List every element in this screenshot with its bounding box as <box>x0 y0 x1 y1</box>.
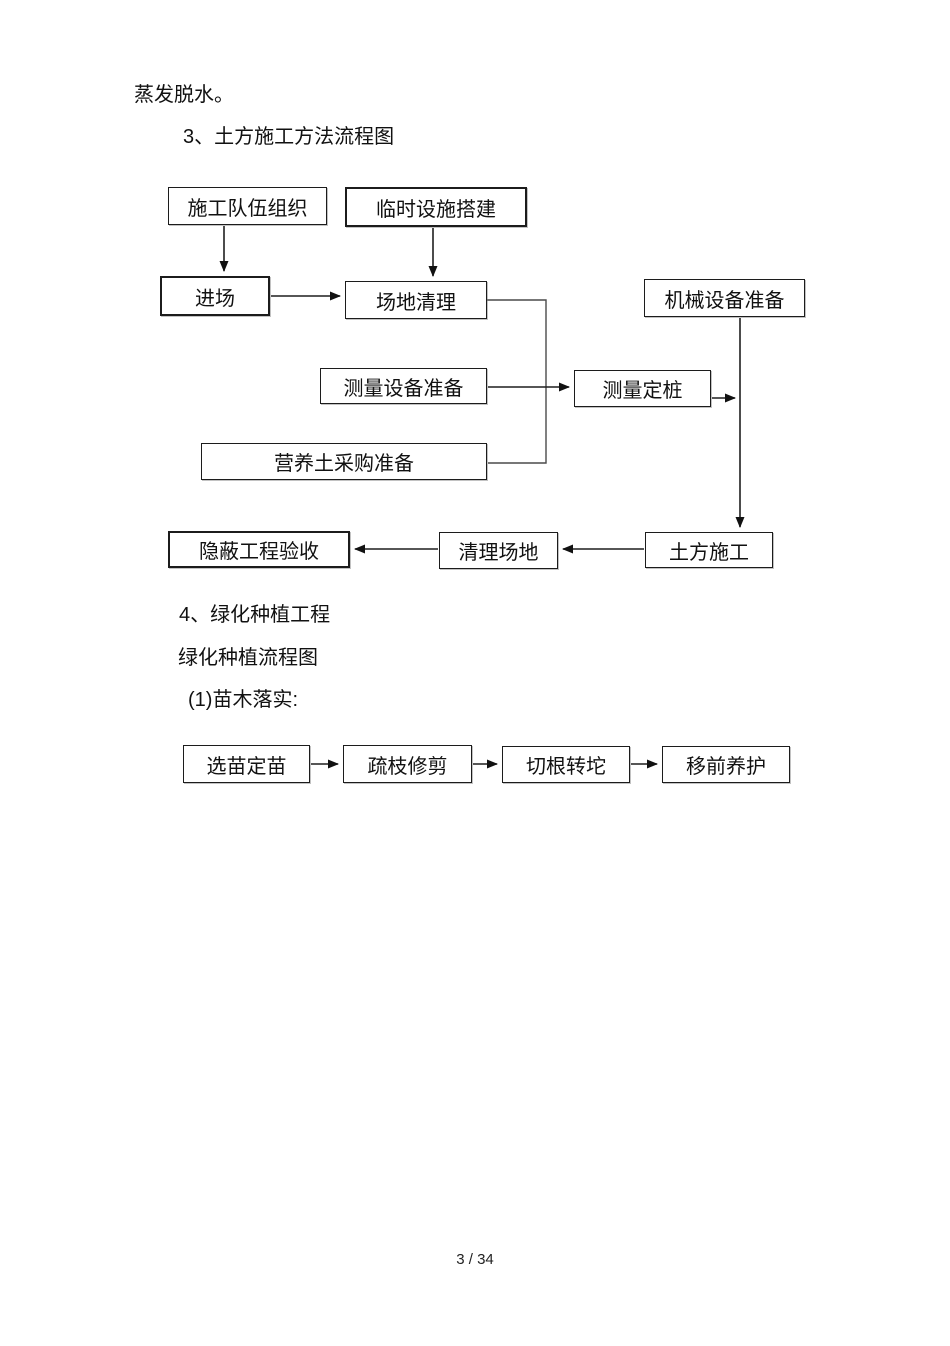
node-seedling-selection: 选苗定苗 <box>183 745 310 783</box>
heading-greening-project: 4、绿化种植工程 <box>179 604 331 626</box>
node-concealed-work-acceptance: 隐蔽工程验收 <box>168 531 350 568</box>
node-earthwork-construction: 土方施工 <box>645 532 773 568</box>
connector-clearing-nutrient-elbow <box>487 299 547 464</box>
heading-earthwork-flowchart: 3、土方施工方法流程图 <box>183 126 395 148</box>
page-number: 3 / 34 <box>456 1251 494 1268</box>
subheading-greening-flowchart: 绿化种植流程图 <box>178 647 318 669</box>
node-site-entry: 进场 <box>160 276 270 316</box>
node-nutrient-soil-procurement: 营养土采购准备 <box>201 443 487 480</box>
node-branch-pruning: 疏枝修剪 <box>343 745 472 783</box>
node-pre-move-care: 移前养护 <box>662 746 790 783</box>
list-item-seedling-implementation: (1)苗木落实: <box>188 689 298 711</box>
node-machinery-preparation: 机械设备准备 <box>644 279 805 317</box>
node-survey-staking: 测量定桩 <box>574 370 711 407</box>
paragraph-evaporation: 蒸发脱水。 <box>134 84 234 106</box>
node-site-cleanup: 清理场地 <box>439 532 558 569</box>
node-survey-equipment-preparation: 测量设备准备 <box>320 368 487 404</box>
node-site-clearing: 场地清理 <box>345 281 487 319</box>
node-root-cutting: 切根转坨 <box>502 746 630 783</box>
node-temporary-facilities: 临时设施搭建 <box>345 187 527 227</box>
node-construction-team: 施工队伍组织 <box>168 187 327 225</box>
